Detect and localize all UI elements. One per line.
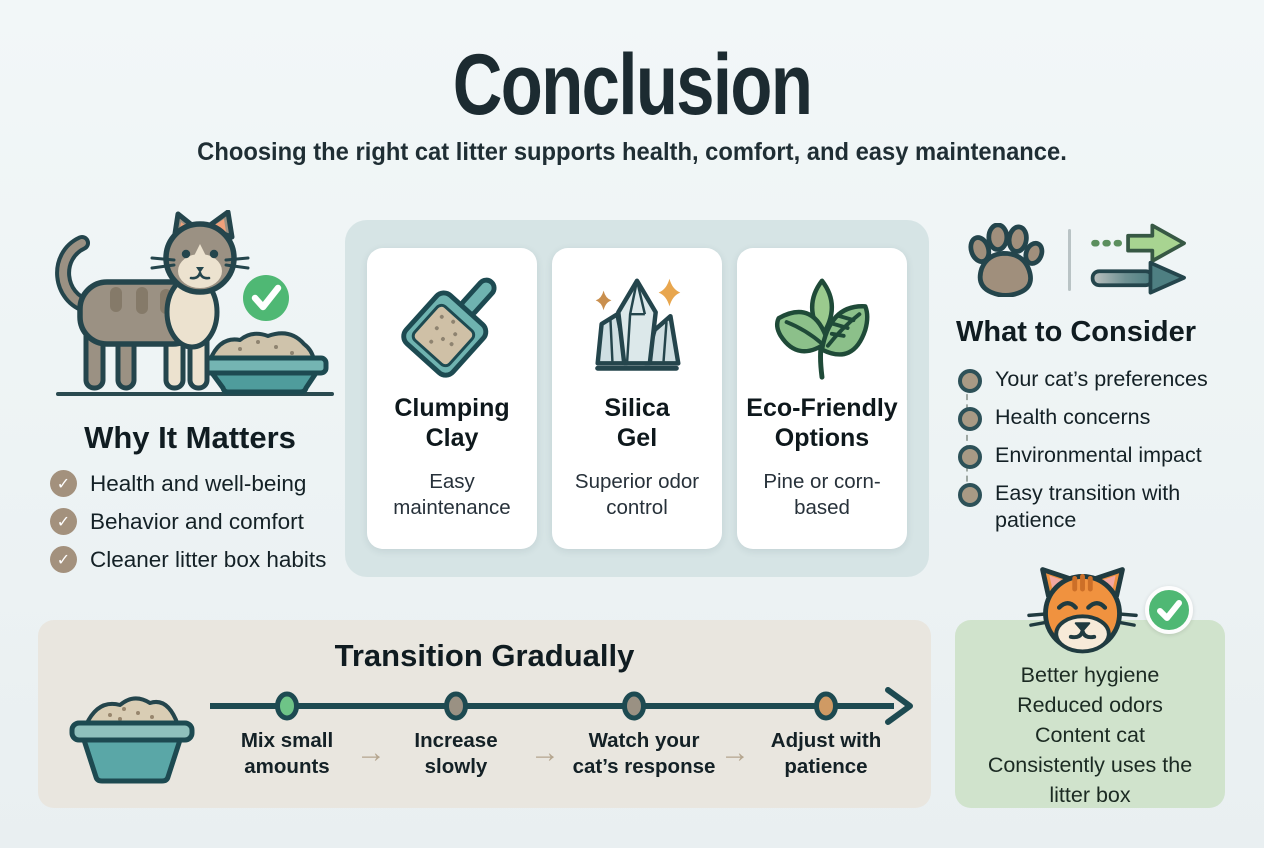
list-item-label: Cleaner litter box habits	[90, 546, 327, 572]
timeline-dot	[622, 691, 646, 721]
list-item: Environmental impact	[958, 442, 1243, 469]
step-arrow-icon: →	[720, 736, 750, 769]
list-item: Easy transition with patience	[958, 480, 1243, 534]
bullet-dot-icon	[958, 445, 982, 469]
card-eco-friendly: Eco-Friendly Options Pine or corn-based	[737, 248, 907, 549]
timeline-dot	[275, 691, 299, 721]
timeline	[210, 687, 913, 725]
page-title: Conclusion	[452, 37, 813, 133]
transition-panel: Transition Gradually Mix small amounts →…	[38, 620, 931, 808]
outcomes-list: Better hygiene Reduced odors Content cat…	[955, 660, 1225, 810]
list-item-label: Environmental impact	[995, 443, 1202, 467]
step-arrow-icon: →	[530, 736, 560, 769]
bullet-dot-icon	[958, 483, 982, 507]
bullet-dot-icon	[958, 407, 982, 431]
card-subtitle: Superior odor control	[574, 470, 700, 519]
check-badge-icon	[243, 275, 289, 321]
step-label: Increase slowly	[414, 729, 498, 778]
check-badge-icon	[1145, 586, 1193, 634]
divider	[1068, 229, 1071, 291]
card-subtitle: Easy maintenance	[393, 470, 511, 519]
outcome-item: Consistently uses the litter box	[987, 753, 1193, 807]
what-to-consider-list: Your cat’s preferences Health concerns E…	[958, 366, 1243, 545]
step-label: Watch your cat’s response	[572, 729, 716, 778]
transition-heading: Transition Gradually	[334, 638, 635, 673]
litter-box-icon	[69, 696, 195, 784]
bullet-dot-icon	[958, 369, 982, 393]
why-it-matters-list: ✓ Health and well-being ✓ Behavior and c…	[50, 470, 350, 584]
list-item: ✓ Cleaner litter box habits	[50, 546, 350, 573]
card-silica-gel: Silica Gel Superior odor control	[552, 248, 722, 549]
list-item: ✓ Behavior and comfort	[50, 508, 350, 535]
check-icon: ✓	[50, 508, 77, 535]
litter-types-panel: Clumping Clay Easy maintenance Silica Ge…	[345, 220, 929, 577]
paw-icon	[968, 223, 1045, 297]
list-item-label: Easy transition with patience	[995, 481, 1181, 532]
eco-leaves-icon	[774, 278, 870, 380]
happy-cat-face-icon	[1027, 567, 1138, 654]
list-item-label: Health and well-being	[90, 470, 307, 496]
check-icon: ✓	[50, 546, 77, 573]
silica-crystal-icon	[595, 278, 681, 371]
outcome-item: Better hygiene	[1020, 663, 1160, 687]
list-item-label: Your cat’s preferences	[995, 367, 1208, 391]
card-clumping-clay: Clumping Clay Easy maintenance	[367, 248, 537, 549]
step-arrow-icon: →	[356, 736, 386, 769]
outcomes-panel: Better hygiene Reduced odors Content cat…	[955, 567, 1225, 810]
card-title: Silica Gel	[604, 394, 670, 452]
card-title: Eco-Friendly Options	[746, 394, 898, 452]
list-item: Health concerns	[958, 404, 1243, 431]
what-to-consider-heading: What to Consider	[956, 316, 1197, 348]
outcome-item: Content cat	[1035, 723, 1145, 747]
step-label: Adjust with patience	[770, 729, 882, 778]
timeline-dot	[444, 691, 468, 721]
litter-scoop-icon	[401, 277, 497, 378]
list-item: ✓ Health and well-being	[50, 470, 350, 497]
why-it-matters-heading: Why It Matters	[84, 420, 296, 455]
list-item-label: Health concerns	[995, 405, 1151, 429]
consider-icons	[956, 222, 1226, 298]
card-subtitle: Pine or corn-based	[763, 470, 881, 519]
timeline-dot	[814, 691, 838, 721]
cat-illustration	[55, 210, 250, 391]
transition-arrows-icon	[1090, 223, 1186, 295]
list-item: Your cat’s preferences	[958, 366, 1243, 393]
card-title: Clumping Clay	[394, 394, 510, 452]
step-label: Mix small amounts	[240, 729, 334, 778]
outcome-item: Reduced odors	[1017, 693, 1163, 717]
cat-and-litterbox-illustration	[55, 210, 334, 396]
dashed-connector	[966, 384, 968, 502]
page-subtitle: Choosing the right cat litter supports h…	[197, 138, 1067, 166]
check-icon: ✓	[50, 470, 77, 497]
list-item-label: Behavior and comfort	[90, 508, 304, 534]
